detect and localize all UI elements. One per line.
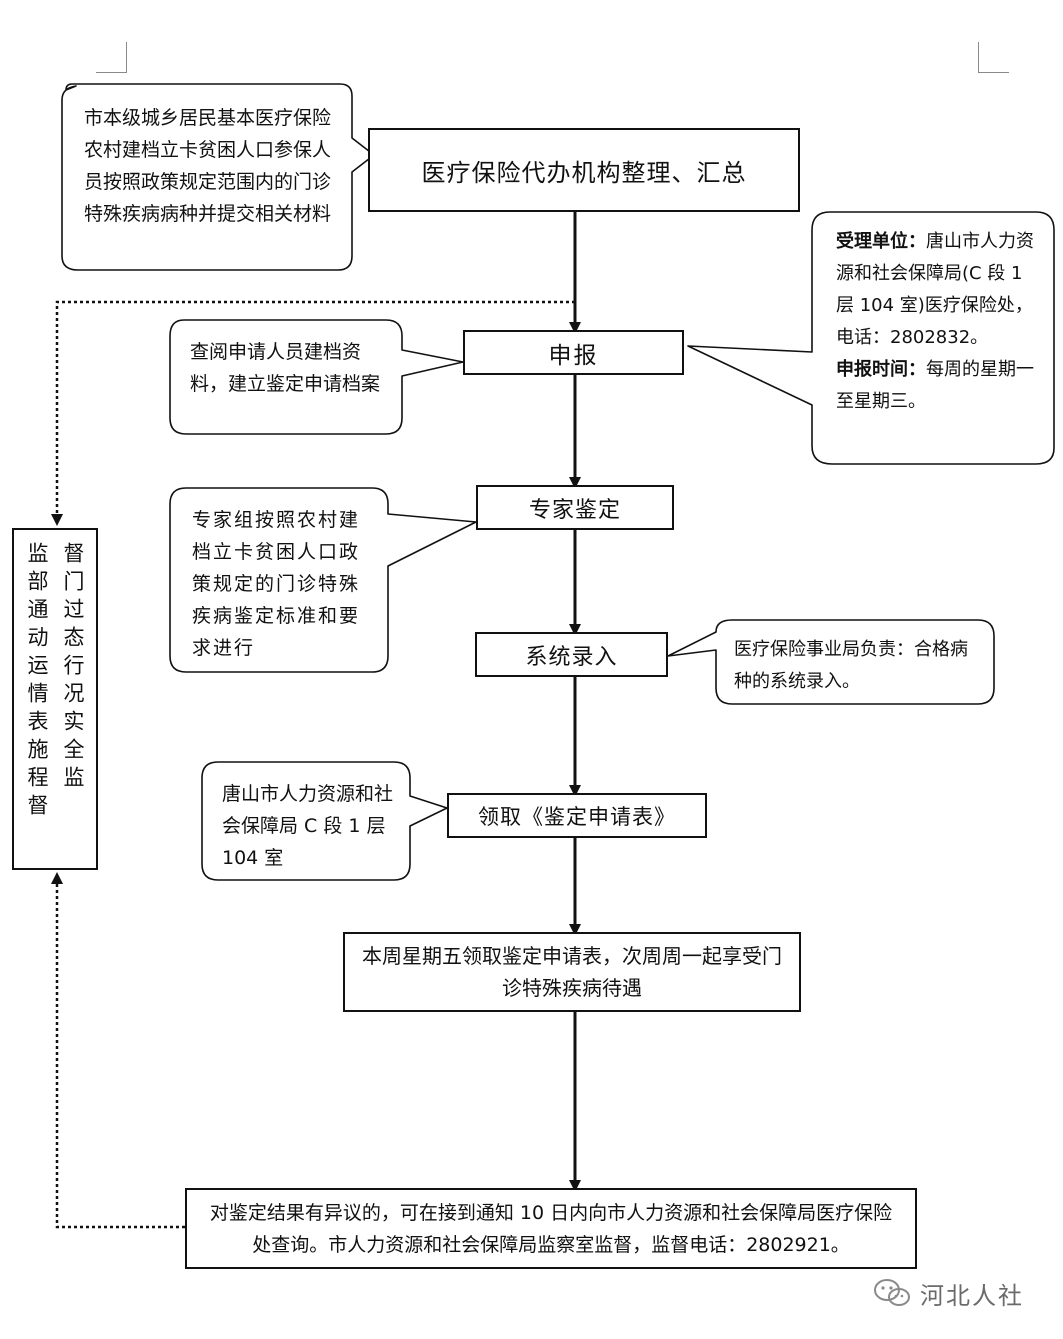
time-text: 每周的星期一至星期三。 <box>836 359 1034 412</box>
time-label: 申报时间： <box>836 359 926 380</box>
unit-text: 唐山市人力资源和社会保障局(C 段 1 层 104 室)医疗保险处，电话：280… <box>836 231 1034 348</box>
callout-expert <box>169 487 477 673</box>
watermark-text: 河北人社 <box>920 1281 1024 1310</box>
supervision-col-2: 监部通动运情表施程督 <box>25 542 49 822</box>
step-apply-label: 申报 <box>548 342 599 369</box>
callout-unit <box>687 211 1055 465</box>
supervision-col-1: 督门过态行况实全监 <box>61 542 85 794</box>
crop-mark-left <box>96 42 127 73</box>
note-receive: 唐山市人力资源和社会保障局 C 段 1 层 104 室 <box>222 778 402 874</box>
note-unit: 受理单位：唐山市人力资源和社会保障局(C 段 1 层 104 室)医疗保险处，电… <box>836 226 1046 444</box>
note-review-text: 查阅申请人员建档资料，建立鉴定申请档案 <box>190 341 381 395</box>
note-submit-text: 市本级城乡居民基本医疗保险农村建档立卡贫困人口参保人员按照政策规定范围内的门诊特… <box>84 107 332 225</box>
note-entry-text: 医疗保险事业局负责：合格病种的系统录入。 <box>734 639 968 692</box>
step-organize-summarize: 医疗保险代办机构整理、汇总 <box>368 128 800 212</box>
step-expert-appraisal: 专家鉴定 <box>476 485 674 530</box>
step-enjoy-label: 本周星期五领取鉴定申请表，次周周一起享受门诊特殊疾病待遇 <box>362 944 782 1000</box>
step-expert-label: 专家鉴定 <box>528 497 621 523</box>
callout-entry <box>667 619 995 705</box>
callout-review <box>169 319 464 435</box>
note-submit: 市本级城乡居民基本医疗保险农村建档立卡贫困人口参保人员按照政策规定范围内的门诊特… <box>84 102 334 256</box>
step-objection-label: 对鉴定结果有异议的，可在接到通知 10 日内向市人力资源和社会保障局医疗保险处查… <box>209 1201 893 1256</box>
step-objection: 对鉴定结果有异议的，可在接到通知 10 日内向市人力资源和社会保障局医疗保险处查… <box>185 1188 917 1269</box>
callout-receive <box>201 761 448 881</box>
step-system-entry: 系统录入 <box>475 632 668 677</box>
supervision-box: 督门过态行况实全监 监部通动运情表施程督 <box>12 528 98 870</box>
unit-label: 受理单位： <box>836 231 926 252</box>
step-receive-label: 领取《鉴定申请表》 <box>478 804 676 829</box>
step-receive-form: 领取《鉴定申请表》 <box>447 793 707 838</box>
crop-mark-right <box>978 42 1009 73</box>
step-enjoy-benefits: 本周星期五领取鉴定申请表，次周周一起享受门诊特殊疾病待遇 <box>343 932 801 1012</box>
note-expert-text: 专家组按照农村建档立卡贫困人口政策规定的门诊特殊疾病鉴定标准和要求进行 <box>192 509 361 659</box>
note-time-block: 申报时间：每周的星期一至星期三。 <box>836 354 1046 418</box>
step-entry-label: 系统录入 <box>525 644 618 670</box>
note-entry: 医疗保险事业局负责：合格病种的系统录入。 <box>734 634 984 698</box>
step-organize-label: 医疗保险代办机构整理、汇总 <box>421 158 747 187</box>
note-expert: 专家组按照农村建档立卡贫困人口政策规定的门诊特殊疾病鉴定标准和要求进行 <box>192 504 372 664</box>
wechat-icon <box>874 1279 910 1306</box>
step-apply: 申报 <box>463 330 684 375</box>
watermark: 河北人社 <box>872 1275 1024 1311</box>
note-receive-text: 唐山市人力资源和社会保障局 C 段 1 层 104 室 <box>222 783 394 869</box>
callout-submit <box>61 83 375 271</box>
note-review: 查阅申请人员建档资料，建立鉴定申请档案 <box>190 336 390 426</box>
note-unit-block: 受理单位：唐山市人力资源和社会保障局(C 段 1 层 104 室)医疗保险处，电… <box>836 226 1046 354</box>
